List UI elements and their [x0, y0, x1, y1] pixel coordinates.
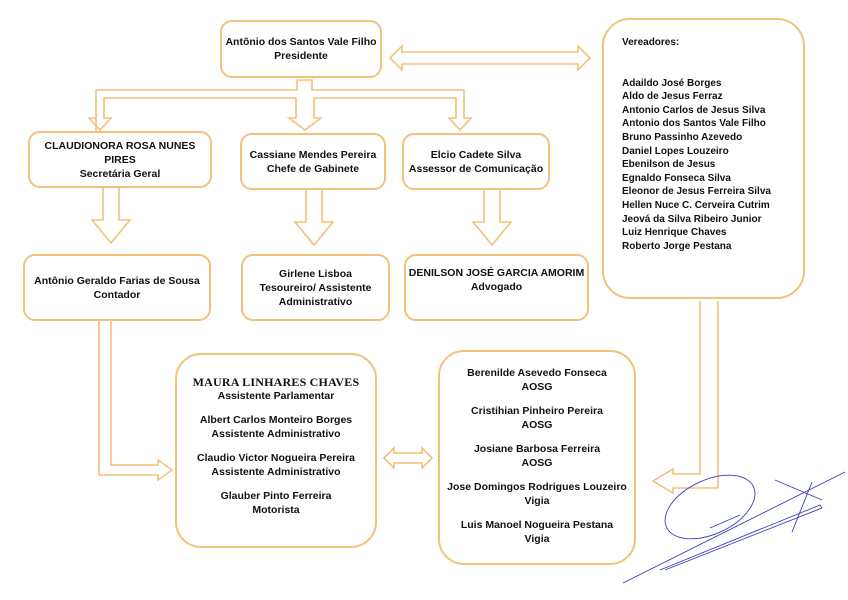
vereadores-title: Vereadores:: [622, 37, 680, 48]
vereador-item: Jeová da Silva Ribeiro Junior: [622, 213, 762, 225]
vereador-item: Antonio Carlos de Jesus Silva: [622, 104, 766, 116]
vereador-item: Ebenilson de Jesus: [622, 159, 716, 171]
vereador-item: Eleonor de Jesus Ferreira Silva: [622, 186, 771, 198]
assessor-comunicacao-box: Elcio Cadete Silva Assessor de Comunicaç…: [402, 133, 550, 190]
person-name: DENILSON JOSÉ GARCIA AMORIM: [408, 267, 585, 279]
person-name: Jose Domingos Rodrigues Louzeiro: [447, 481, 627, 493]
vereadores-box: Vereadores: Adaildo José Borges Aldo de …: [602, 18, 805, 299]
vereador-item: Daniel Lopes Louzeiro: [622, 145, 729, 157]
person-name: Josiane Barbosa Ferreira: [473, 443, 601, 455]
vereador-item: Antonio dos Santos Vale Filho: [622, 118, 766, 130]
person-role: Assessor de Comunicação: [408, 162, 544, 175]
person-role: Assistente Parlamentar: [217, 390, 335, 402]
person-name: MAURA LINHARES CHAVES: [192, 375, 360, 389]
person-role: Assistente Administrativo: [211, 428, 341, 440]
person-role: Vigia: [524, 533, 550, 545]
vereador-item: Adaildo José Borges: [622, 77, 722, 89]
person-name: CLAUDIONORA ROSA NUNES PIRES: [44, 139, 196, 166]
signature: [622, 471, 846, 584]
vereador-item: Luiz Henrique Chaves: [622, 227, 727, 239]
staff-left-box: MAURA LINHARES CHAVES Assistente Parlame…: [175, 353, 377, 548]
person-name: Elcio Cadete Silva: [430, 148, 522, 161]
person-name: Claudio Victor Nogueira Pereira: [197, 452, 355, 464]
elbow-arrow-left: [98, 321, 174, 482]
down-arrow-2: [293, 190, 335, 247]
person-name: Luis Manoel Nogueira Pestana: [460, 519, 614, 531]
person-role: AOSG: [521, 419, 553, 431]
president-role: Presidente: [274, 50, 328, 62]
vereador-item: Roberto Jorge Pestana: [622, 240, 732, 252]
president-name: Antônio dos Santos Vale Filho: [225, 36, 377, 48]
person-role: Vigia: [524, 495, 550, 507]
person-name: Berenilde Asevedo Fonseca: [467, 367, 607, 379]
person-role: Tesoureiro/ Assistente: [259, 281, 372, 294]
vereador-item: Bruno Passinho Azevedo: [622, 131, 743, 143]
person-role: Assistente Administrativo: [211, 466, 341, 478]
double-arrow-staff: [382, 446, 434, 470]
staff-right-box: Berenilde Asevedo Fonseca AOSG Cristihia…: [438, 350, 636, 565]
person-role: Advogado: [470, 281, 523, 293]
person-role: Secretária Geral: [79, 167, 161, 180]
tesoureiro-box: Girlene Lisboa Tesoureiro/ Assistente Ad…: [241, 254, 390, 321]
person-name: Antônio Geraldo Farias de Sousa: [34, 274, 200, 287]
person-name: Albert Carlos Monteiro Borges: [199, 414, 353, 426]
vereador-item: Hellen Nuce C. Cerveira Cutrim: [622, 199, 770, 211]
person-name: Glauber Pinto Ferreira: [220, 490, 332, 502]
down-arrow-1: [90, 188, 132, 245]
person-role: Motorista: [252, 504, 300, 516]
elbow-arrow-right: [651, 301, 719, 495]
down-arrow-3: [471, 190, 513, 247]
vereador-item: Egnaldo Fonseca Silva: [622, 172, 731, 184]
secretaria-geral-box: CLAUDIONORA ROSA NUNES PIRES Secretária …: [28, 131, 212, 188]
person-name: Cristihian Pinheiro Pereira: [471, 405, 603, 417]
person-role: Chefe de Gabinete: [266, 162, 360, 175]
branch-connector: [87, 79, 473, 132]
advogado-box: DENILSON JOSÉ GARCIA AMORIM Advogado: [404, 254, 589, 321]
president-box: Antônio dos Santos Vale Filho Presidente: [220, 20, 382, 78]
person-role: AOSG: [521, 457, 553, 469]
double-arrow-president-vereadores: [388, 44, 592, 72]
vereador-item: Aldo de Jesus Ferraz: [622, 91, 723, 103]
person-name: Cassiane Mendes Pereira: [249, 148, 377, 161]
person-role-2: Administrativo: [278, 295, 353, 308]
person-name: Girlene Lisboa: [279, 267, 352, 280]
person-role: Contador: [93, 288, 141, 301]
person-role: AOSG: [521, 381, 553, 393]
contador-box: Antônio Geraldo Farias de Sousa Contador: [23, 254, 211, 321]
chefe-gabinete-box: Cassiane Mendes Pereira Chefe de Gabinet…: [240, 133, 386, 190]
